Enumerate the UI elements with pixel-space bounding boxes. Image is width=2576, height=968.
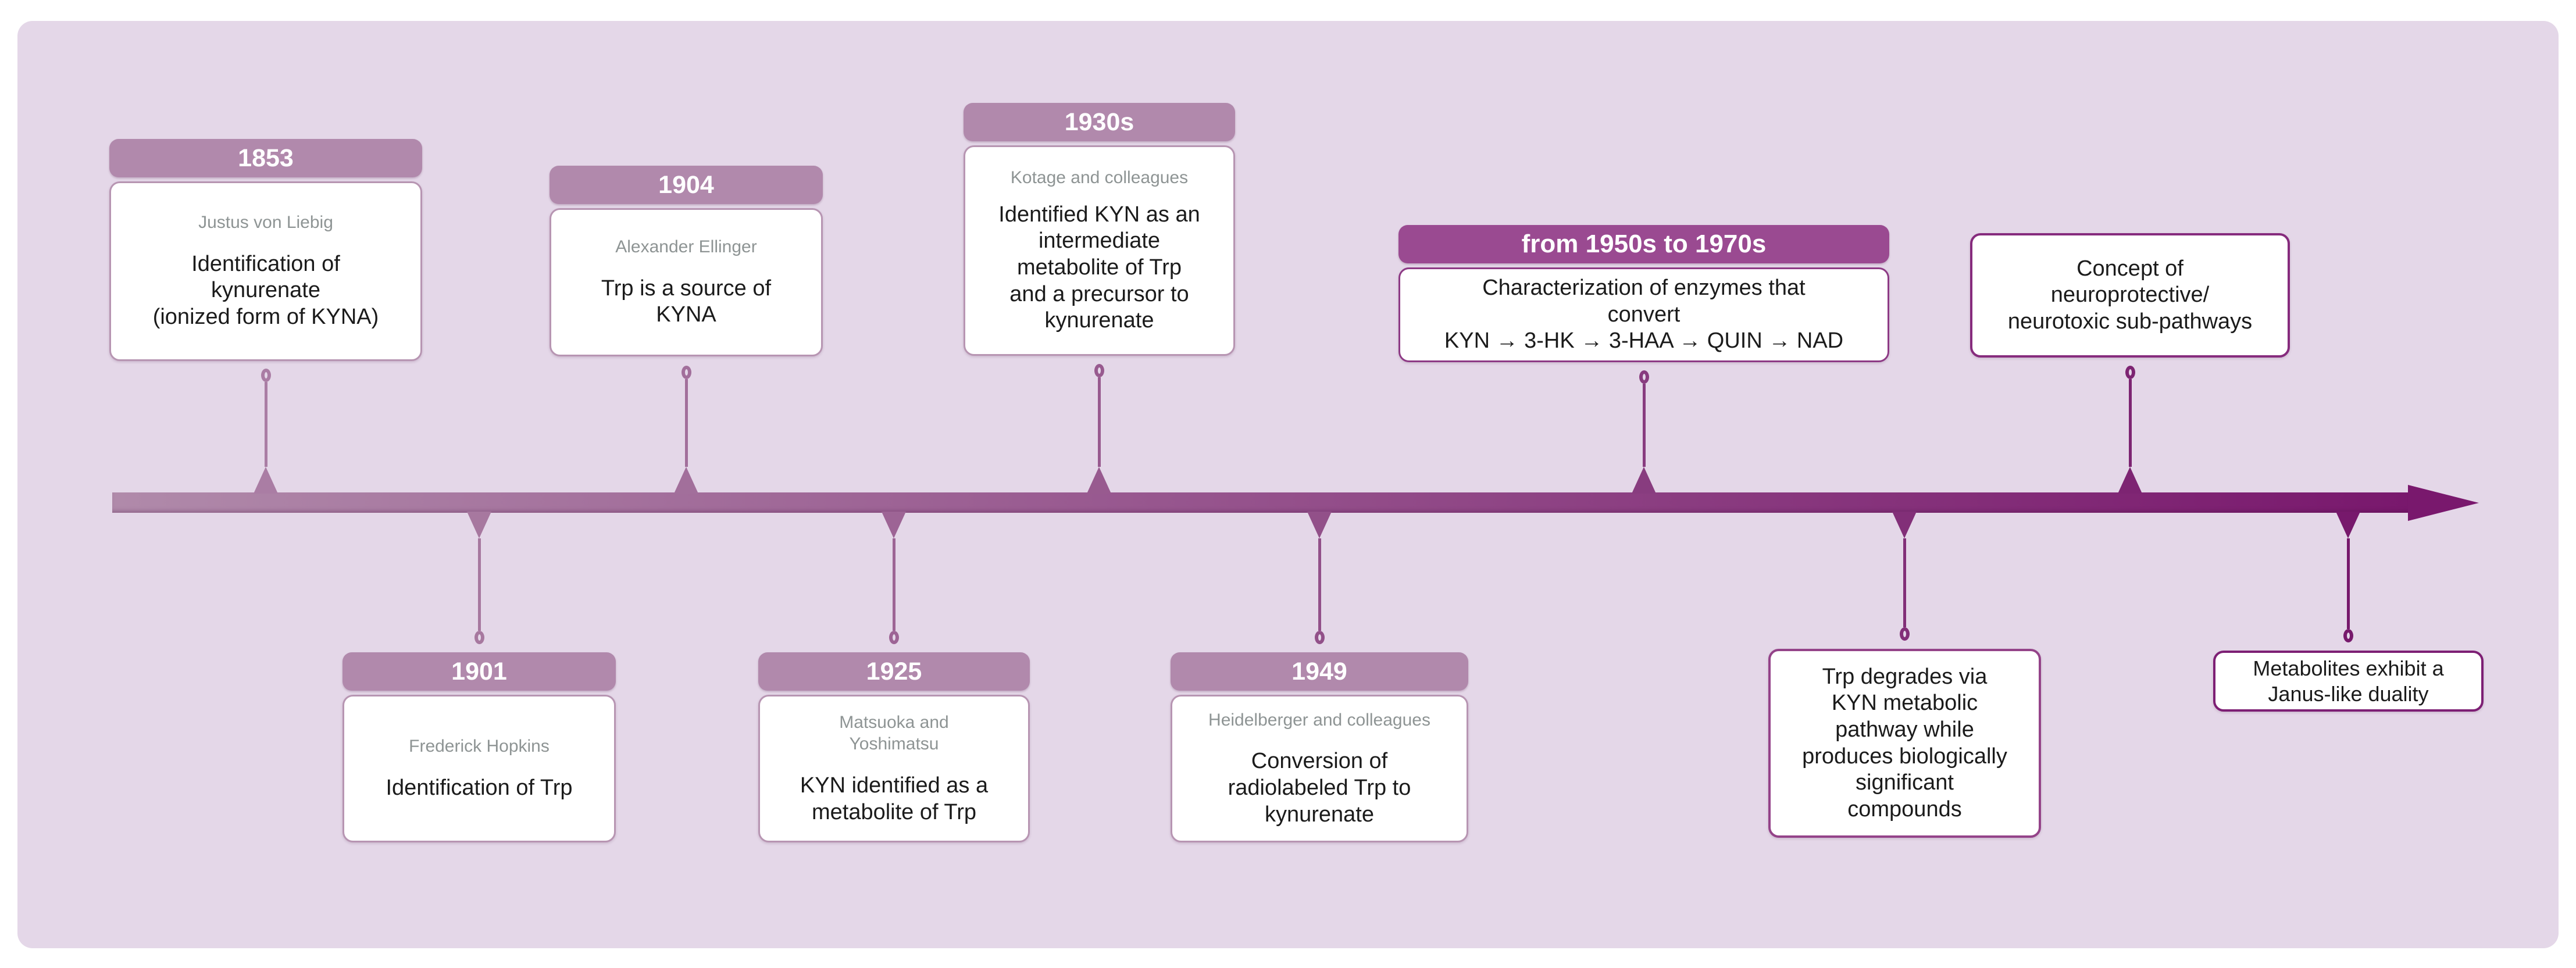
- connector-wedge-icon: [254, 467, 278, 494]
- event-author: Justus von Liebig: [198, 213, 333, 233]
- connector-line: [477, 538, 481, 631]
- connector-line: [2128, 379, 2132, 467]
- connector-line: [684, 379, 688, 467]
- connector-1925: [881, 512, 907, 644]
- event-card-body: Metabolites exhibit a Janus-like duality: [2213, 651, 2484, 712]
- event-1930s: 1930s Kotage and colleagues Identified K…: [964, 103, 1235, 356]
- event-description: Identified KYN as an intermediate metabo…: [998, 202, 1200, 333]
- event-card-body: Matsuoka and Yoshimatsu KYN identified a…: [758, 695, 1030, 842]
- connector-ring-icon: [1639, 370, 1649, 384]
- event-author: Kotage and colleagues: [1010, 168, 1189, 188]
- connector-neuro-subpathways: [2117, 366, 2143, 494]
- event-1901: 1901 Frederick Hopkins Identification of…: [342, 652, 616, 842]
- event-description: Trp degrades via KYN metabolic pathway w…: [1802, 664, 2007, 821]
- event-description: Conversion of radiolabeled Trp to kynure…: [1228, 749, 1411, 827]
- event-1925: 1925 Matsuoka and Yoshimatsu KYN identif…: [758, 652, 1030, 842]
- year-badge-1901: 1901: [342, 652, 616, 691]
- connector-1904: [673, 366, 699, 494]
- year-badge-1925: 1925: [758, 652, 1030, 691]
- event-1949: 1949 Heidelberger and colleagues Convers…: [1171, 652, 1468, 842]
- timeline-arrowhead-icon: [2408, 485, 2479, 521]
- connector-wedge-icon: [1087, 467, 1111, 494]
- connector-wedge-icon: [674, 467, 698, 494]
- connector-ring-icon: [2125, 366, 2135, 379]
- connector-wedge-icon: [1632, 467, 1656, 494]
- event-author: Heidelberger and colleagues: [1208, 710, 1430, 730]
- connector-1949: [1307, 512, 1332, 644]
- connector-ring-icon: [1314, 631, 1325, 644]
- event-card-body: Concept of neuroprotective/ neurotoxic s…: [1970, 233, 2290, 358]
- event-card-body: Trp degrades via KYN metabolic pathway w…: [1768, 649, 2041, 838]
- connector-janus-duality: [2335, 512, 2361, 642]
- event-description: Trp is a source of KYNA: [601, 276, 772, 327]
- connector-line: [892, 538, 895, 631]
- connector-ring-icon: [474, 631, 484, 644]
- event-trp-degradation: Trp degrades via KYN metabolic pathway w…: [1768, 649, 2041, 838]
- event-description: Characterization of enzymes that convert…: [1444, 276, 1844, 353]
- event-janus-duality: Metabolites exhibit a Janus-like duality: [2213, 651, 2484, 712]
- event-description: Concept of neuroprotective/ neurotoxic s…: [2007, 256, 2253, 334]
- connector-line: [1318, 538, 1321, 631]
- connector-ring-icon: [889, 631, 899, 644]
- connector-line: [1642, 384, 1646, 467]
- event-1853: 1853 Justus von Liebig Identification of…: [109, 139, 422, 361]
- event-description: Identification of kynurenate (ionized fo…: [152, 251, 379, 330]
- year-badge-1949: 1949: [1171, 652, 1468, 691]
- event-description: KYN identified as a metabolite of Trp: [800, 773, 989, 824]
- connector-wedge-icon: [467, 512, 491, 538]
- timeline-bar: [112, 492, 2409, 513]
- event-author: Frederick Hopkins: [409, 737, 550, 756]
- connector-wedge-icon: [1307, 512, 1332, 538]
- connector-trp-degradation: [1892, 512, 1917, 641]
- connector-wedge-icon: [2118, 467, 2142, 494]
- event-card-body: Justus von Liebig Identification of kynu…: [109, 181, 422, 361]
- connector-wedge-icon: [882, 512, 906, 538]
- event-card-body: Characterization of enzymes that convert…: [1398, 267, 1889, 362]
- connector-line: [2346, 538, 2350, 629]
- event-author: Matsuoka and Yoshimatsu: [839, 712, 949, 754]
- connector-1853: [253, 369, 279, 494]
- connector-ring-icon: [2343, 629, 2353, 642]
- connector-1930s: [1086, 364, 1112, 494]
- year-badge-1904: 1904: [550, 166, 823, 204]
- event-neuro-subpathways: Concept of neuroprotective/ neurotoxic s…: [1970, 233, 2290, 358]
- year-badge-1930s: 1930s: [964, 103, 1235, 141]
- event-card-body: Kotage and colleagues Identified KYN as …: [964, 145, 1235, 356]
- event-description: Metabolites exhibit a Janus-like duality: [2253, 656, 2444, 706]
- event-card-body: Alexander Ellinger Trp is a source of KY…: [550, 208, 823, 356]
- connector-line: [264, 382, 267, 467]
- connector-1901: [466, 512, 492, 644]
- connector-ring-icon: [681, 366, 691, 379]
- connector-line: [1903, 538, 1906, 627]
- connector-1950s-1970s: [1631, 370, 1657, 494]
- event-description: Identification of Trp: [386, 775, 573, 800]
- connector-ring-icon: [1094, 364, 1104, 377]
- event-card-body: Heidelberger and colleagues Conversion o…: [1171, 695, 1468, 842]
- connector-ring-icon: [1899, 627, 1910, 641]
- event-1904: 1904 Alexander Ellinger Trp is a source …: [550, 166, 823, 356]
- year-badge-1853: 1853: [109, 139, 422, 177]
- event-card-body: Frederick Hopkins Identification of Trp: [342, 695, 616, 842]
- event-1950s-1970s: from 1950s to 1970s Characterization of …: [1398, 225, 1889, 362]
- event-author: Alexander Ellinger: [615, 237, 757, 257]
- connector-ring-icon: [261, 369, 271, 382]
- range-badge-1950s-1970s: from 1950s to 1970s: [1398, 225, 1889, 263]
- connector-line: [1097, 377, 1101, 467]
- connector-wedge-icon: [1892, 512, 1917, 538]
- connector-wedge-icon: [2336, 512, 2360, 538]
